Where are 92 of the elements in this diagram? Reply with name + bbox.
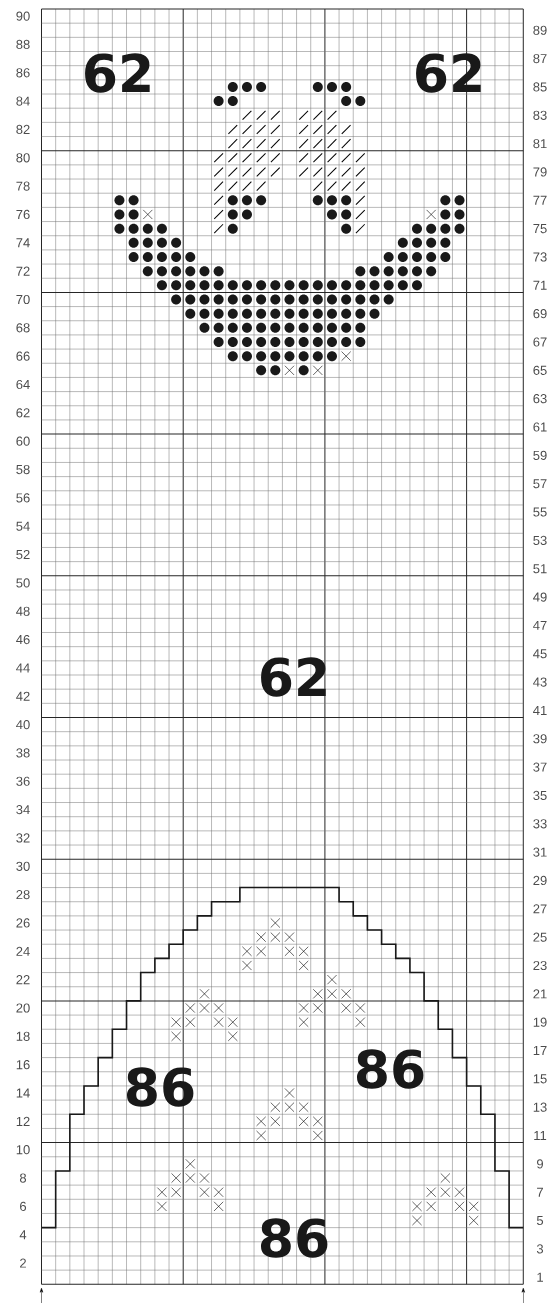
row-number: 51 (533, 564, 547, 574)
row-number: 79 (533, 167, 547, 177)
row-number: 15 (533, 1074, 547, 1084)
row-number: 16 (16, 1060, 30, 1070)
row-number: 60 (16, 436, 30, 446)
row-number: 70 (16, 294, 30, 305)
row-number: 42 (16, 691, 30, 701)
row-number: 35 (533, 790, 547, 801)
row-number: 41 (533, 705, 547, 715)
row-number: 86 (16, 68, 30, 78)
row-number: 57 (533, 479, 547, 489)
row-number: 7 (537, 1187, 543, 1197)
row-number: 27 (533, 904, 547, 914)
row-number: 36 (16, 776, 30, 786)
row-number: 52 (16, 549, 30, 560)
row-number: 13 (533, 1102, 547, 1112)
row-number: 45 (533, 649, 547, 659)
row-number: 55 (533, 507, 547, 517)
row-number: 38 (16, 748, 30, 758)
row-number: 44 (16, 663, 30, 673)
row-number: 63 (533, 394, 547, 404)
row-number: 26 (16, 918, 30, 928)
row-number: 21 (533, 989, 547, 999)
row-number: 34 (16, 805, 30, 815)
row-number: 54 (16, 521, 30, 531)
row-number: 78 (16, 181, 30, 191)
row-number: 69 (533, 309, 547, 319)
row-number: 67 (533, 337, 547, 347)
row-number: 62 (16, 408, 30, 418)
size-number: 86 (357, 1049, 424, 1089)
row-number: 59 (533, 450, 547, 460)
row-number: 10 (16, 1145, 30, 1155)
row-number: 82 (16, 124, 30, 135)
row-number: 48 (16, 606, 30, 616)
row-number: 33 (533, 819, 547, 829)
row-number: 50 (16, 578, 30, 588)
row-number: 37 (533, 762, 547, 772)
row-number: 17 (533, 1046, 547, 1055)
row-number: 74 (16, 238, 30, 248)
row-number: 81 (533, 139, 547, 149)
row-number: 46 (16, 634, 30, 645)
row-number: 6 (20, 1201, 27, 1211)
row-number: 30 (16, 861, 30, 871)
row-number: 65 (533, 365, 547, 375)
row-number: 43 (533, 677, 547, 687)
row-number: 88 (16, 39, 30, 50)
row-number: 77 (533, 195, 547, 205)
row-number: 80 (16, 153, 30, 163)
row-number: 4 (19, 1230, 27, 1240)
row-number: 85 (533, 82, 547, 92)
row-number: 11 (534, 1131, 547, 1140)
row-number: 28 (16, 890, 30, 900)
row-number: 8 (19, 1173, 27, 1183)
row-number: 22 (16, 975, 30, 985)
row-number: 47 (533, 620, 547, 630)
row-number: 19 (533, 1017, 547, 1027)
row-number: 73 (533, 252, 547, 262)
row-number: 84 (16, 96, 30, 106)
row-number: 14 (16, 1088, 30, 1098)
row-number: 58 (16, 464, 30, 475)
row-number: 9 (537, 1159, 543, 1169)
row-number: 68 (16, 323, 30, 333)
row-number: 76 (16, 209, 30, 220)
row-number: 40 (16, 720, 30, 730)
row-number: 32 (16, 833, 30, 843)
row-number: 31 (533, 847, 547, 857)
row-number: 24 (16, 946, 30, 956)
row-number: 72 (16, 266, 30, 276)
row-number: 56 (16, 493, 30, 503)
row-number: 2 (20, 1258, 26, 1268)
row-number: 64 (16, 379, 30, 390)
row-number: 20 (16, 1003, 30, 1013)
row-number: 25 (533, 932, 547, 942)
row-number: 89 (533, 25, 547, 35)
row-number: 1 (537, 1272, 543, 1282)
row-number: 29 (533, 875, 547, 886)
row-number: 83 (533, 110, 547, 120)
row-number: 71 (533, 280, 547, 290)
row-number: 3 (536, 1244, 544, 1254)
row-number: 90 (16, 11, 30, 21)
row-number: 49 (533, 592, 547, 602)
row-number: 53 (533, 535, 547, 545)
row-number: 39 (533, 734, 547, 744)
row-number: 66 (16, 351, 30, 361)
row-number: 12 (16, 1116, 30, 1126)
row-number: 87 (533, 54, 547, 64)
row-number: 18 (16, 1031, 30, 1041)
row-number: 61 (533, 422, 547, 432)
row-number: 5 (536, 1216, 544, 1226)
row-number: 75 (533, 224, 547, 234)
row-number: 23 (533, 960, 547, 971)
size-number: 62 (85, 53, 150, 93)
